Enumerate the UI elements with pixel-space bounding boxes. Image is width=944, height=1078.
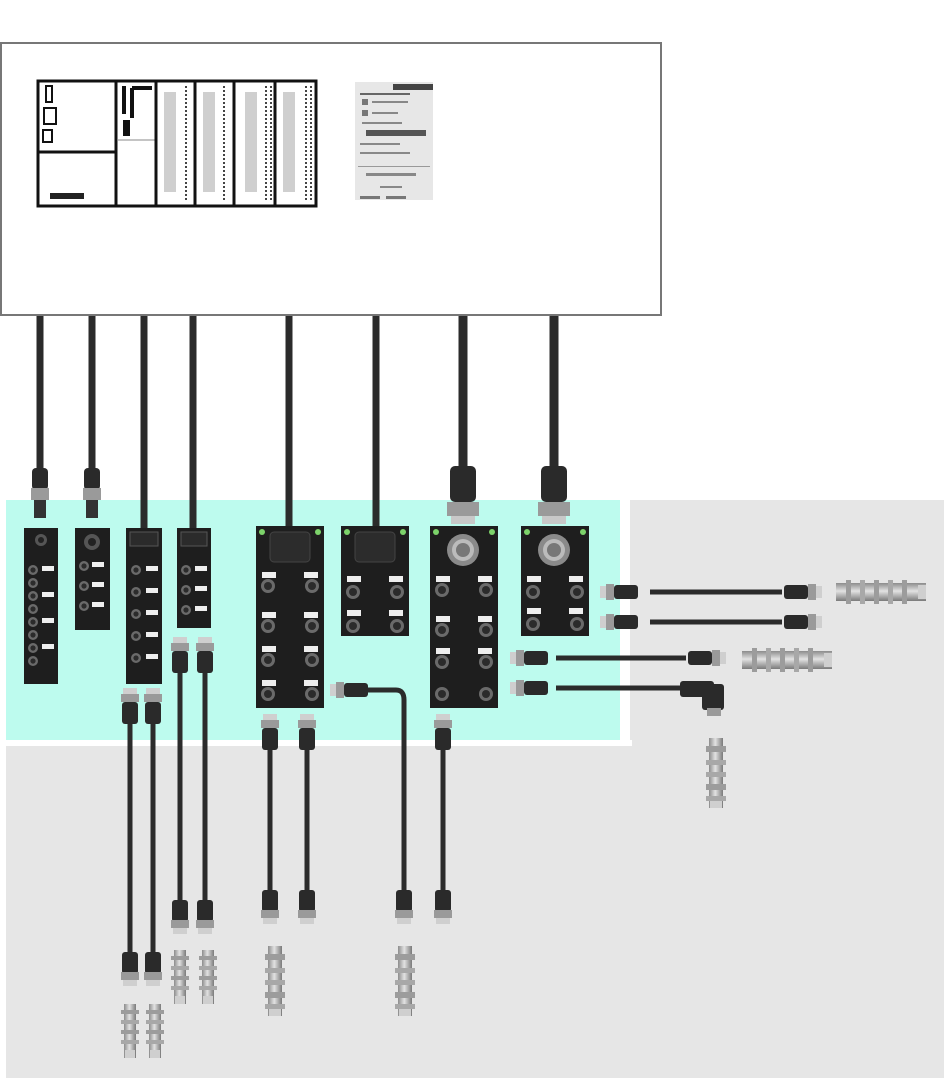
trunk-cable-icon	[36, 316, 467, 532]
m12-connector-icon	[447, 466, 570, 524]
plc-rack-icon	[36, 79, 318, 208]
m8-connector-icon	[31, 468, 101, 518]
power-supply-icon	[355, 82, 433, 200]
sensor-drop-cables	[127, 589, 782, 955]
angled-connector-icon	[680, 681, 724, 716]
io-distribution-module-icon	[24, 526, 589, 708]
